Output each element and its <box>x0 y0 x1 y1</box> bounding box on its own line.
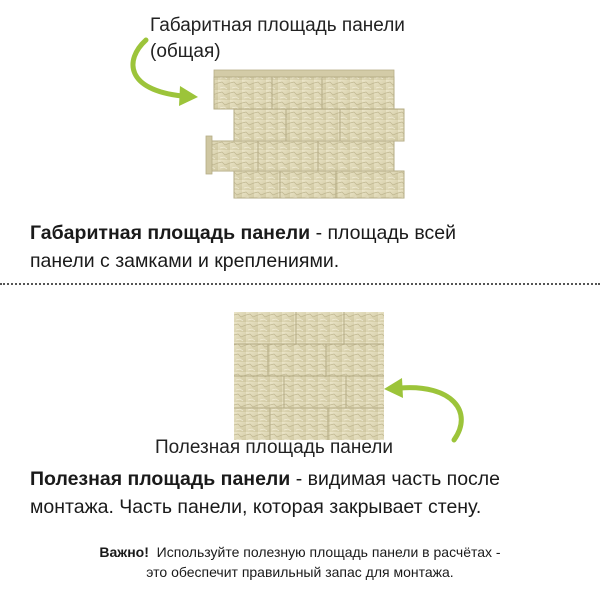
useful-panel-image <box>234 312 384 440</box>
full-area-description: Габаритная площадь панели - площадь всей… <box>30 219 590 275</box>
full-area-definition-line2: панели с замками и креплениями. <box>30 250 340 272</box>
full-panel-image <box>205 69 405 199</box>
useful-area-term: Полезная площадь панели <box>30 468 291 490</box>
full-area-caption-line1: Габаритная площадь панели <box>150 15 405 36</box>
curved-arrow-left-icon <box>384 378 464 443</box>
full-area-definition: - площадь всей <box>310 222 456 244</box>
stone-grout-lines <box>234 312 384 440</box>
full-area-caption-line2: (общая) <box>150 41 221 62</box>
stone-row-4 <box>233 170 405 199</box>
useful-area-description: Полезная площадь панели - видимая часть … <box>30 465 595 521</box>
full-area-caption: Габаритная площадь панели (общая) <box>150 13 405 65</box>
stone-row-2 <box>233 108 405 142</box>
important-note-line2: это обеспечит правильный запас для монта… <box>146 564 454 580</box>
important-note-line1: Используйте полезную площадь панели в ра… <box>156 544 501 560</box>
full-area-term: Габаритная площадь панели <box>30 222 311 244</box>
curved-arrow-right-icon <box>130 37 198 106</box>
important-note-label: Важно! <box>99 544 149 560</box>
stone-row-1 <box>213 76 395 110</box>
important-note: Важно! Используйте полезную площадь пане… <box>0 542 600 582</box>
useful-area-definition-line2: монтажа. Часть панели, которая закрывает… <box>30 496 482 518</box>
useful-area-definition: - видимая часть после <box>290 468 501 490</box>
stone-row-3 <box>209 140 395 172</box>
section-divider <box>0 283 600 285</box>
useful-area-caption: Полезная площадь панели <box>155 437 393 458</box>
